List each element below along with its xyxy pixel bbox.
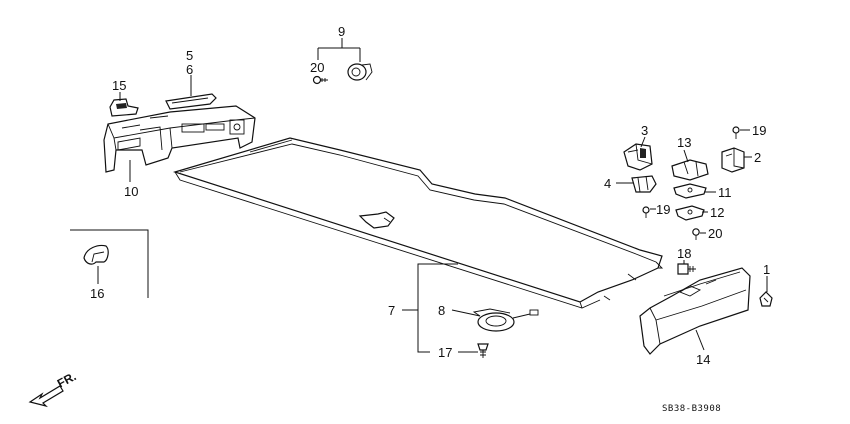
plate-part-11 xyxy=(673,183,707,199)
callout-19-mid: 19 xyxy=(656,202,670,217)
right-side-trim-part xyxy=(639,267,751,355)
left-side-trim-part xyxy=(103,105,256,173)
callout-3: 3 xyxy=(641,123,648,138)
latch-part-4 xyxy=(631,175,657,193)
callout-17: 17 xyxy=(438,345,452,360)
leader-lines xyxy=(70,38,768,353)
front-arrow-icon xyxy=(28,385,64,408)
garnish-part-5-6 xyxy=(165,93,217,110)
bracket-part-3 xyxy=(623,143,653,171)
callout-4: 4 xyxy=(604,176,611,191)
callout-19-top: 19 xyxy=(752,123,766,138)
callout-18: 18 xyxy=(677,246,691,261)
callout-11: 11 xyxy=(718,185,732,200)
callout-16: 16 xyxy=(90,286,104,301)
screw-part-17 xyxy=(477,343,489,358)
cap-part-1 xyxy=(759,291,773,307)
callout-8: 8 xyxy=(438,303,445,318)
callout-20-top: 20 xyxy=(310,60,324,75)
diagram-code: SB38-B3908 xyxy=(662,404,721,414)
clip-part-13 xyxy=(671,159,709,181)
callout-9: 9 xyxy=(338,24,345,39)
callout-13: 13 xyxy=(677,135,691,150)
clip-part-2 xyxy=(721,147,745,173)
tray-cup-part-8 xyxy=(472,308,539,332)
rear-tray-shelf xyxy=(172,137,664,309)
callout-5: 5 xyxy=(186,48,193,63)
callout-7: 7 xyxy=(388,303,395,318)
fastener-part-9 xyxy=(347,63,373,81)
callout-15: 15 xyxy=(112,78,126,93)
callout-6: 6 xyxy=(186,62,193,77)
screw-part-19-top xyxy=(732,126,740,139)
callout-2: 2 xyxy=(754,150,761,165)
plate-part-12 xyxy=(675,205,705,221)
cap-part-16 xyxy=(83,244,109,265)
callout-12: 12 xyxy=(710,205,724,220)
screw-part-20-top xyxy=(312,75,328,85)
callout-10: 10 xyxy=(124,184,138,199)
callout-14: 14 xyxy=(696,352,710,367)
callout-1: 1 xyxy=(763,262,770,277)
screw-part-19-mid xyxy=(642,206,650,218)
clip-part-15 xyxy=(109,98,139,117)
screw-part-20-right xyxy=(692,228,700,240)
front-direction-indicator: FR. xyxy=(28,369,78,408)
callout-20-right: 20 xyxy=(708,226,722,241)
screw-part-18 xyxy=(677,263,696,275)
